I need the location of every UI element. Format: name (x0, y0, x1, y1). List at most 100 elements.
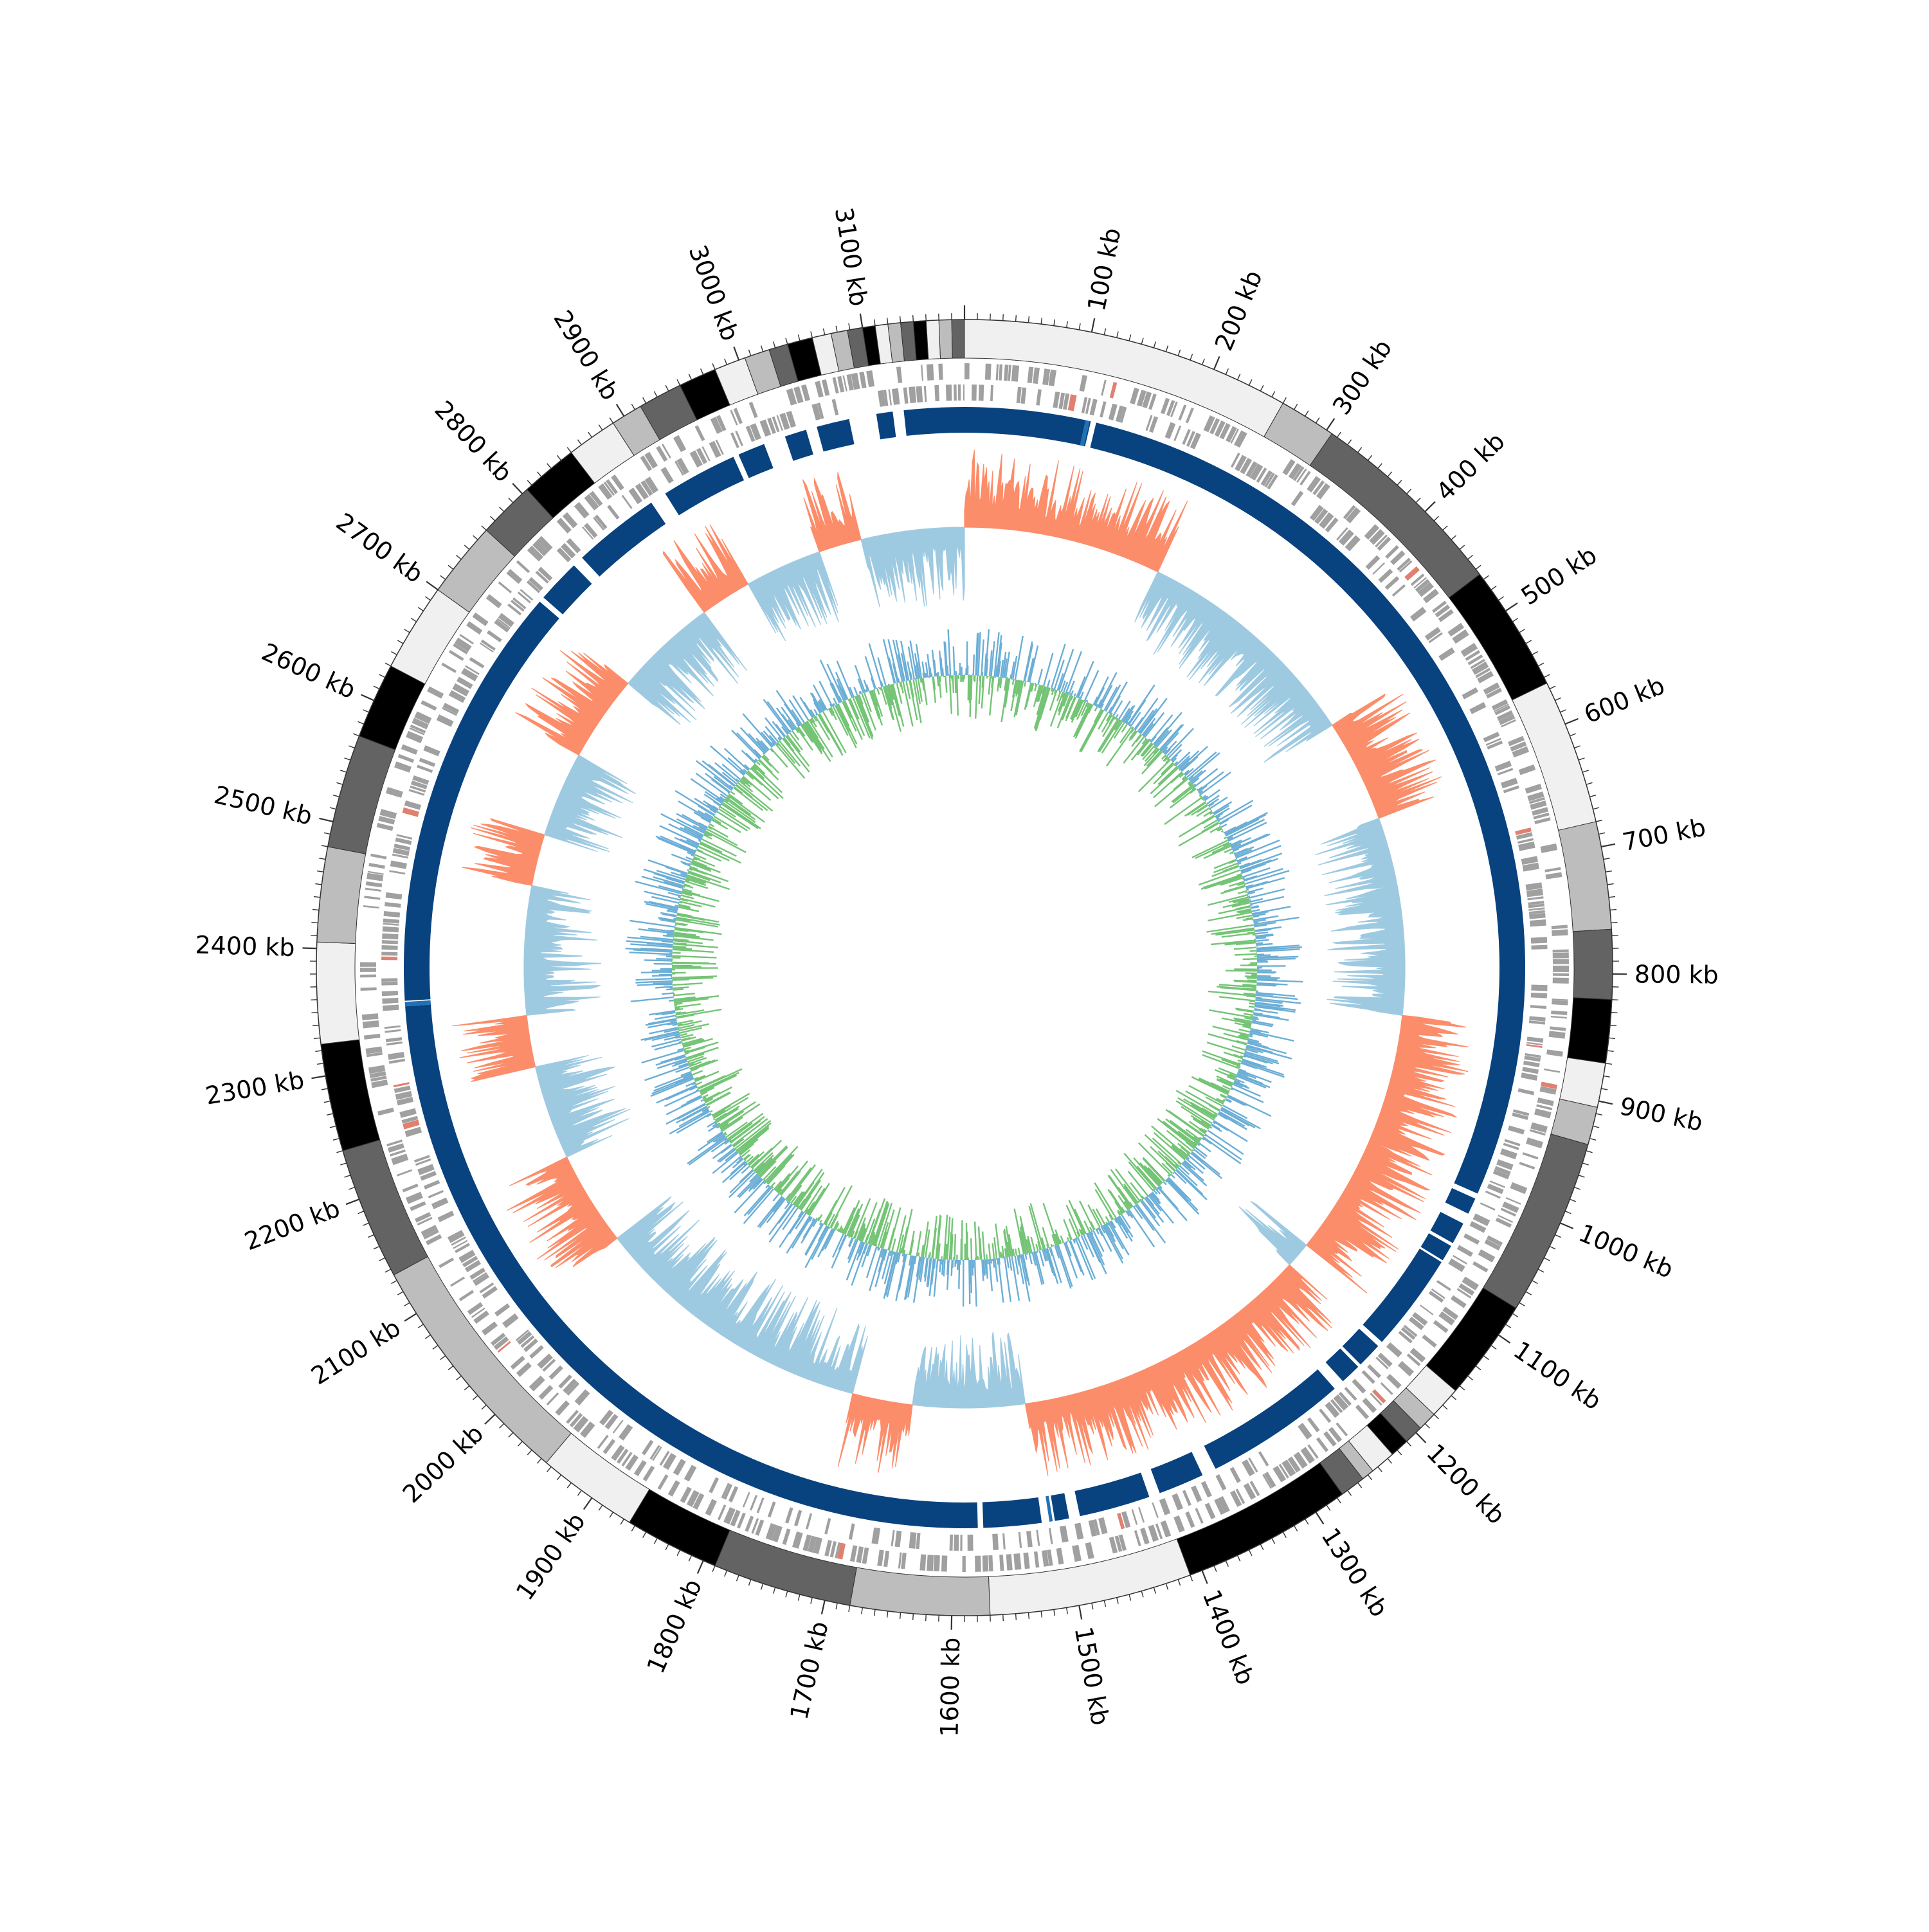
gene-reverse (1053, 392, 1060, 408)
minor-tick (1498, 597, 1503, 600)
minor-tick (588, 432, 592, 437)
minor-tick (392, 1281, 397, 1284)
minor-tick (1358, 1483, 1362, 1488)
gene-reverse (1060, 1526, 1069, 1542)
gene-forward (1544, 867, 1561, 872)
minor-tick (1378, 1467, 1382, 1472)
major-tick (1316, 1512, 1323, 1524)
minor-tick (333, 1139, 340, 1141)
gene-forward (1316, 483, 1330, 499)
gene-forward (1173, 1515, 1184, 1533)
gene-forward (1140, 1528, 1150, 1544)
gene-reverse (1531, 945, 1547, 950)
gene-reverse (419, 758, 435, 767)
gene-reverse (960, 1535, 962, 1551)
gene-reverse (1100, 401, 1106, 417)
gene-forward (361, 988, 377, 991)
gene-forward (1056, 1548, 1064, 1565)
minor-tick (340, 770, 347, 772)
gc-high-region (964, 450, 1188, 572)
major-tick (617, 404, 624, 417)
minor-tick (811, 331, 812, 338)
gene-reverse (946, 384, 952, 401)
gene-forward (658, 1474, 669, 1490)
minor-tick (1606, 871, 1612, 872)
gene-reverse (482, 1286, 498, 1299)
minor-tick (1305, 1519, 1309, 1525)
minor-tick (1368, 455, 1372, 460)
gene-forward (377, 823, 394, 831)
minor-tick (1460, 1386, 1465, 1389)
gene-reverse (684, 1465, 697, 1481)
gene-forward (1355, 1405, 1369, 1420)
minor-tick (1237, 374, 1240, 380)
gene-forward (938, 364, 943, 380)
tick-label: 300 kb (1327, 334, 1398, 420)
minor-tick (689, 374, 691, 380)
gene-reverse (385, 1029, 401, 1033)
minor-tick (577, 1490, 581, 1495)
gene-reverse (1527, 896, 1543, 900)
gene-forward (482, 1321, 498, 1335)
minor-tick (849, 323, 850, 330)
gene-forward (427, 686, 444, 698)
minor-tick (1117, 331, 1118, 338)
minor-tick (482, 526, 486, 530)
gene-reverse (1530, 1005, 1546, 1009)
gene-reverse (494, 1303, 510, 1316)
gene-reverse (888, 389, 892, 405)
gene-reverse (1201, 1481, 1212, 1498)
minor-tick (654, 1539, 657, 1544)
minor-tick (1178, 1580, 1180, 1585)
gene-forward (473, 613, 489, 626)
minor-tick (900, 1612, 901, 1619)
minor-tick (368, 1234, 374, 1237)
contig-segment (1568, 998, 1612, 1063)
minor-tick (1190, 354, 1192, 360)
gc-low-region (617, 1196, 868, 1393)
gene-reverse (1109, 404, 1118, 420)
minor-tick (392, 652, 397, 655)
minor-tick (333, 795, 340, 797)
minor-tick (1260, 1544, 1263, 1550)
gene-forward (362, 1013, 379, 1020)
gene-reverse (1090, 399, 1098, 415)
gene-reverse (389, 870, 405, 874)
minor-tick (317, 871, 323, 872)
gene-forward (386, 787, 403, 798)
gc-high-region (507, 1157, 617, 1268)
minor-tick (1028, 1612, 1029, 1619)
minor-tick (836, 1603, 837, 1609)
gene-forward (486, 594, 502, 608)
tick-label: 3000 kb (684, 241, 745, 345)
gene-forward (441, 663, 457, 673)
gene-forward (1534, 1108, 1552, 1119)
gene-reverse (455, 1243, 470, 1253)
minor-tick (527, 1450, 532, 1454)
gene-forward (368, 863, 385, 869)
minor-tick (411, 618, 416, 622)
gene-reverse (832, 399, 839, 416)
minor-tick (314, 897, 320, 898)
gene-reverse (1298, 1423, 1312, 1440)
minor-tick (926, 1614, 927, 1621)
gene-forward (673, 435, 686, 452)
gene-reverse (1172, 1494, 1183, 1511)
minor-tick (913, 315, 914, 321)
gene-forward (1272, 1466, 1286, 1483)
minor-tick (567, 1483, 571, 1488)
gene-reverse (950, 1535, 953, 1551)
gene-forward (529, 1376, 545, 1392)
minor-tick (761, 345, 763, 352)
gene-forward (1553, 978, 1569, 984)
major-tick (404, 1314, 417, 1321)
gene-reverse (448, 1230, 465, 1243)
tick-label: 1900 kb (511, 1508, 591, 1605)
minor-tick (1368, 1475, 1372, 1480)
minor-tick (1388, 1459, 1392, 1464)
gc-low-region (524, 885, 601, 1015)
gene-forward (366, 881, 383, 887)
gene-forward (365, 888, 381, 892)
minor-tick (1483, 575, 1489, 579)
gene-reverse (384, 911, 401, 917)
